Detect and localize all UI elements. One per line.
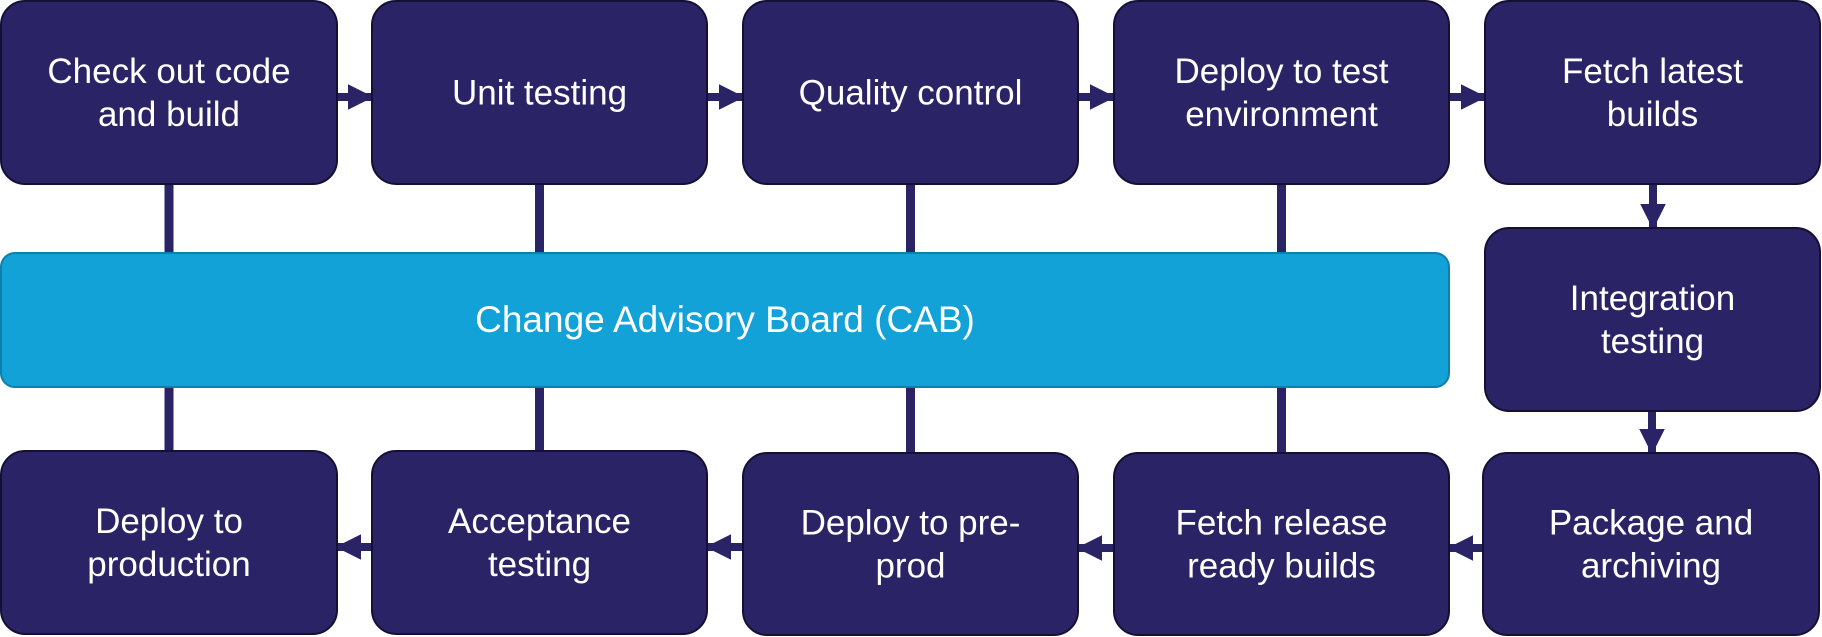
step-label-line: Unit testing [452,74,627,113]
step-label-line: environment [1185,95,1378,134]
step-box [1482,452,1820,636]
step-label-line: Fetch latest [1562,52,1743,91]
step-quality-control: Quality control [742,0,1079,185]
step-label-line: production [87,545,250,584]
step-integration-testing: Integration testing [1484,227,1821,412]
step-box [1113,452,1450,636]
step-box [742,0,1079,185]
step-box [1484,0,1821,185]
step-label-line: and build [98,95,240,134]
step-label-line: prod [875,547,945,586]
step-deploy-preprod: Deploy to pre-prod [742,452,1079,636]
connector-layer [164,84,1666,561]
step-unit-testing: Unit testing [371,0,708,185]
step-label-line: Fetch release [1175,504,1387,543]
step-box [371,450,708,635]
step-label-line: archiving [1581,547,1721,586]
step-label-line: Package and [1549,504,1753,543]
step-box [1484,227,1821,412]
step-acceptance-testing: Acceptance testing [371,450,708,635]
step-label-line: Acceptance [448,502,631,541]
step-label-line: builds [1607,95,1698,134]
step-check-out-code: Check out code and build [0,0,338,185]
step-label-line: Check out code [47,52,290,91]
change-advisory-board-box [0,252,1450,388]
step-fetch-latest-builds: Fetch latest builds [1484,0,1821,185]
step-label-line: Deploy to [95,502,243,541]
step-label-line: ready builds [1187,547,1376,586]
step-label-line: Deploy to pre- [801,504,1021,543]
step-fetch-release-builds: Fetch release ready builds [1113,452,1450,636]
step-label-line: Deploy to test [1175,52,1389,91]
cab-layer: Change Advisory Board (CAB) [0,252,1450,388]
step-box [742,452,1079,636]
step-package-archiving: Package and archiving [1482,452,1820,636]
step-box [0,450,338,635]
step-label-line: Quality control [799,74,1023,113]
step-label-line: testing [488,545,591,584]
step-label-line: testing [1601,322,1704,361]
step-deploy-production: Deploy to production [0,450,338,635]
step-box [0,0,338,185]
step-box [371,0,708,185]
change-advisory-board-label: Change Advisory Board (CAB) [475,299,975,340]
step-deploy-test-env: Deploy to test environment [1113,0,1450,185]
step-label-line: Integration [1570,279,1735,318]
step-box [1113,0,1450,185]
